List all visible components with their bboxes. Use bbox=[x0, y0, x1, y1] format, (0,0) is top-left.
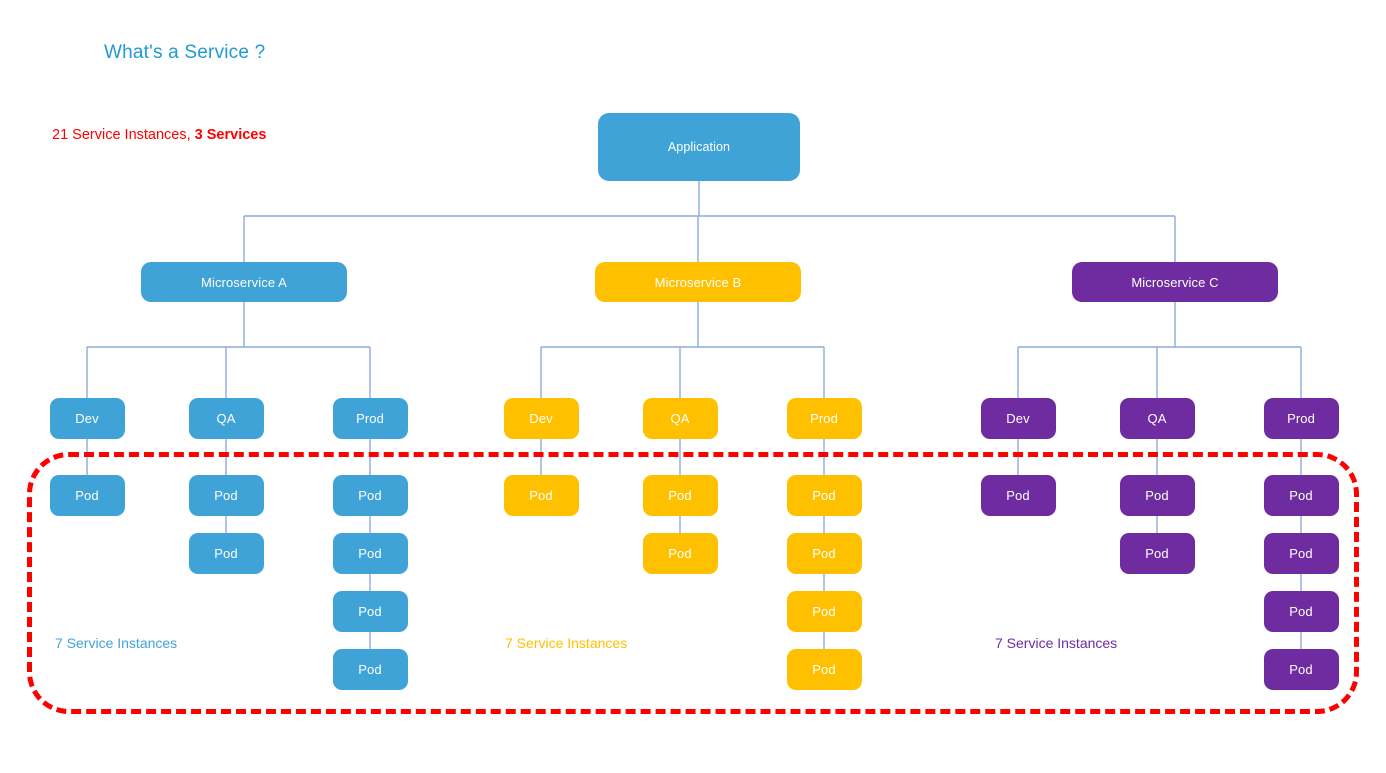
node-pod-0-2-2[interactable]: Pod bbox=[332, 591, 408, 632]
summary-services-text: 3 Services bbox=[194, 127, 267, 143]
node-pod-0-1-0-label: Pod bbox=[214, 488, 238, 503]
node-env-0-0-label: Dev bbox=[75, 411, 99, 426]
node-env-1-2[interactable]: Prod bbox=[786, 398, 862, 439]
instances-caption-1: 7 Service Instances bbox=[505, 635, 628, 651]
node-pod-0-2-2-label: Pod bbox=[358, 604, 382, 619]
node-microservice-2-label: Microservice C bbox=[1131, 274, 1219, 290]
service-summary: 21 Service Instances, 3 Services bbox=[52, 127, 266, 143]
node-pod-1-2-0[interactable]: Pod bbox=[786, 475, 862, 516]
node-pod-1-2-3-label: Pod bbox=[812, 662, 836, 677]
node-pod-2-1-1-label: Pod bbox=[1145, 546, 1169, 561]
node-pod-0-2-1[interactable]: Pod bbox=[332, 533, 408, 574]
node-pod-1-1-0[interactable]: Pod bbox=[642, 475, 718, 516]
node-microservice-0[interactable]: Microservice A bbox=[141, 262, 347, 302]
node-pod-0-1-0[interactable]: Pod bbox=[188, 475, 264, 516]
node-pod-0-1-1[interactable]: Pod bbox=[188, 533, 264, 574]
node-pod-0-0-0[interactable]: Pod bbox=[49, 475, 125, 516]
node-pod-2-1-0[interactable]: Pod bbox=[1119, 475, 1195, 516]
page-title: What's a Service ? bbox=[104, 42, 266, 63]
node-pod-2-1-0-label: Pod bbox=[1145, 488, 1169, 503]
node-pod-1-1-1[interactable]: Pod bbox=[642, 533, 718, 574]
node-env-0-2[interactable]: Prod bbox=[332, 398, 408, 439]
node-pod-1-0-0[interactable]: Pod bbox=[503, 475, 579, 516]
node-env-2-1[interactable]: QA bbox=[1119, 398, 1195, 439]
node-pod-1-0-0-label: Pod bbox=[529, 488, 553, 503]
node-env-0-2-label: Prod bbox=[356, 411, 384, 426]
node-pod-0-2-1-label: Pod bbox=[358, 546, 382, 561]
node-env-2-0[interactable]: Dev bbox=[980, 398, 1056, 439]
node-pod-0-1-1-label: Pod bbox=[214, 546, 238, 561]
node-pod-2-2-0[interactable]: Pod bbox=[1263, 475, 1339, 516]
node-pod-0-0-0-label: Pod bbox=[75, 488, 99, 503]
node-microservice-2[interactable]: Microservice C bbox=[1072, 262, 1278, 302]
node-pod-0-2-3-label: Pod bbox=[358, 662, 382, 677]
node-pod-1-2-3[interactable]: Pod bbox=[786, 649, 862, 690]
node-pod-1-2-1-label: Pod bbox=[812, 546, 836, 561]
node-pod-2-2-0-label: Pod bbox=[1289, 488, 1313, 503]
node-pod-1-2-2-label: Pod bbox=[812, 604, 836, 619]
node-application-label: Application bbox=[667, 139, 731, 154]
node-pod-1-1-0-label: Pod bbox=[668, 488, 692, 503]
node-env-1-1[interactable]: QA bbox=[642, 398, 718, 439]
node-pod-2-0-0[interactable]: Pod bbox=[980, 475, 1056, 516]
node-pod-2-2-1[interactable]: Pod bbox=[1263, 533, 1339, 574]
instances-caption-2: 7 Service Instances bbox=[995, 635, 1118, 651]
node-pod-2-2-3[interactable]: Pod bbox=[1263, 649, 1339, 690]
instances-caption-0: 7 Service Instances bbox=[55, 635, 178, 651]
node-application[interactable]: Application bbox=[598, 113, 800, 181]
service-instances-highlight bbox=[27, 452, 1359, 714]
node-pod-2-2-1-label: Pod bbox=[1289, 546, 1313, 561]
node-env-2-0-label: Dev bbox=[1006, 411, 1030, 426]
node-env-0-0[interactable]: Dev bbox=[49, 398, 125, 439]
node-pod-1-2-2[interactable]: Pod bbox=[786, 591, 862, 632]
node-env-1-1-label: QA bbox=[670, 411, 690, 426]
node-env-1-0-label: Dev bbox=[529, 411, 553, 426]
node-pod-2-2-2[interactable]: Pod bbox=[1263, 591, 1339, 632]
node-pod-2-2-3-label: Pod bbox=[1289, 662, 1313, 677]
node-pod-1-2-0-label: Pod bbox=[812, 488, 836, 503]
node-pod-1-1-1-label: Pod bbox=[668, 546, 692, 561]
node-pod-2-0-0-label: Pod bbox=[1006, 488, 1030, 503]
node-env-1-2-label: Prod bbox=[810, 411, 838, 426]
node-env-2-2[interactable]: Prod bbox=[1263, 398, 1339, 439]
node-env-0-1-label: QA bbox=[216, 411, 236, 426]
node-microservice-1-label: Microservice B bbox=[654, 274, 742, 290]
node-env-2-2-label: Prod bbox=[1287, 411, 1315, 426]
node-pod-1-2-1[interactable]: Pod bbox=[786, 533, 862, 574]
node-microservice-0-label: Microservice A bbox=[201, 274, 287, 290]
summary-instances-text: 21 Service Instances, bbox=[52, 127, 195, 143]
node-pod-0-2-3[interactable]: Pod bbox=[332, 649, 408, 690]
node-env-0-1[interactable]: QA bbox=[188, 398, 264, 439]
node-env-1-0[interactable]: Dev bbox=[503, 398, 579, 439]
node-pod-2-2-2-label: Pod bbox=[1289, 604, 1313, 619]
node-microservice-1[interactable]: Microservice B bbox=[595, 262, 801, 302]
node-pod-0-2-0[interactable]: Pod bbox=[332, 475, 408, 516]
node-env-2-1-label: QA bbox=[1147, 411, 1167, 426]
node-pod-2-1-1[interactable]: Pod bbox=[1119, 533, 1195, 574]
node-pod-0-2-0-label: Pod bbox=[358, 488, 382, 503]
